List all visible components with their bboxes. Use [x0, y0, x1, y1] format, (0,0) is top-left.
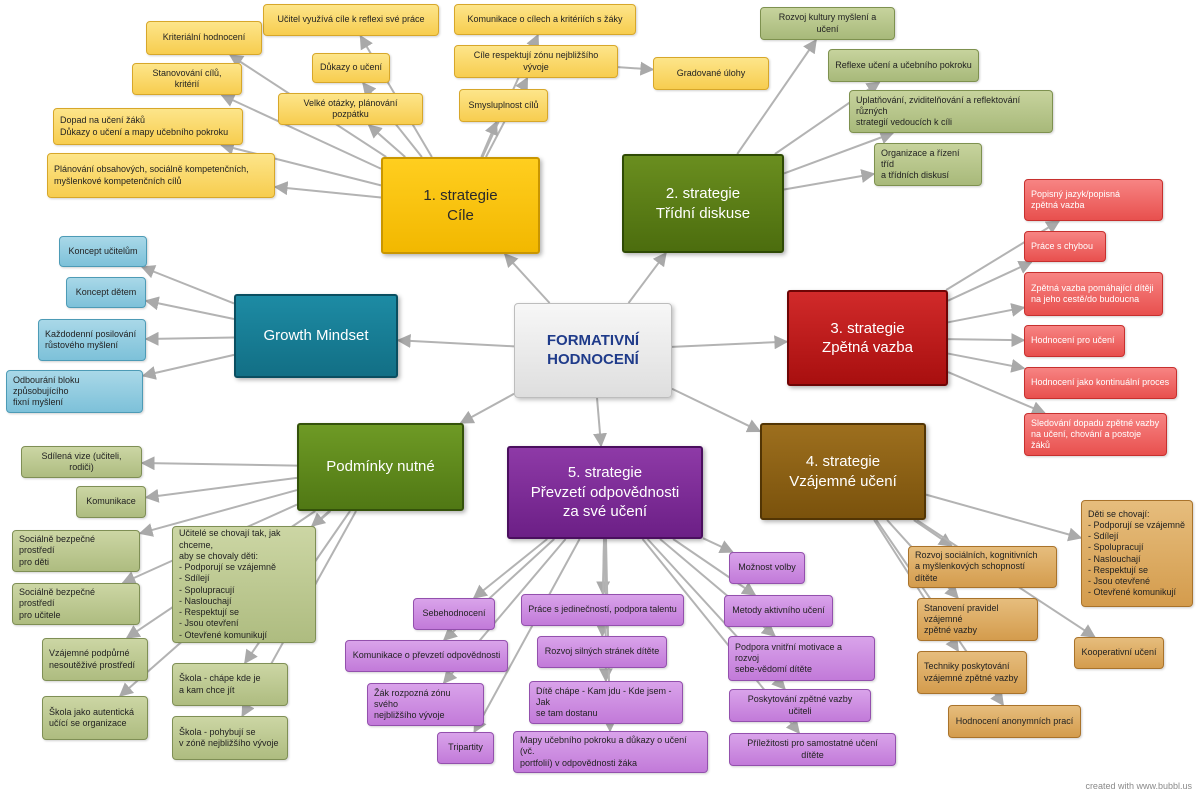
- connector-m-pr-r9: [672, 538, 757, 596]
- connector-m-pod-p1: [144, 476, 298, 503]
- vzajemne-item-pravidla[interactable]: Stanovení pravidel vzájemné zpětné vazby: [917, 598, 1038, 641]
- connector-c8-c9: [617, 61, 655, 76]
- prevzeti-item-motivace[interactable]: Podpora vnitřní motivace a rozvoj sebe-v…: [728, 636, 875, 681]
- strategy-5-prevzeti-odpovednosti[interactable]: 5. strategie Převzetí odpovědnosti za sv…: [507, 446, 703, 539]
- connector-m-gm-g2: [144, 331, 235, 346]
- connector-m-zv-z2: [947, 303, 1026, 324]
- cile-item-zona[interactable]: Cíle respektují zónu nejbližšího vývoje: [454, 45, 618, 78]
- connector-m-pod-p0: [140, 456, 298, 471]
- vzajemne-item-techniky[interactable]: Techniky poskytování vzájemné zpětné vaz…: [917, 651, 1027, 694]
- cile-item-komunikace[interactable]: Komunikace o cílech a kritériích s žáky: [454, 4, 636, 35]
- vzajemne-item-kooperativni[interactable]: Kooperativní učení: [1074, 637, 1164, 669]
- connector-m-cile-c3: [220, 93, 382, 170]
- diskuse-item-kultura[interactable]: Rozvoj kultury myšlení a učení: [760, 7, 895, 40]
- connector-m-zv-z1: [947, 260, 1033, 302]
- cile-item-reflexe[interactable]: Učitel využívá cíle k reflexi své práce: [263, 4, 439, 36]
- growth-mindset-node[interactable]: Growth Mindset: [234, 294, 398, 378]
- connector-m-gm-g0: [140, 265, 235, 305]
- vzajemne-item-rozvoj[interactable]: Rozvoj sociálních, kognitivních a myšlen…: [908, 546, 1057, 588]
- zpetna-item-pomahajici[interactable]: Zpětná vazba pomáhající dítěji na jeho c…: [1024, 272, 1163, 316]
- podminky-item-podpurne[interactable]: Vzájemné podpůrné nesoutěživé prostředí: [42, 638, 148, 681]
- cile-item-dukazy[interactable]: Důkazy o učení: [312, 53, 390, 83]
- prevzeti-item-dite-chape[interactable]: Dítě chápe - Kam jdu - Kde jsem - Jak se…: [529, 681, 683, 724]
- cile-item-velke-otazky[interactable]: Velké otázky, plánování pozpátku: [278, 93, 423, 125]
- zpetna-item-popisny-jazyk[interactable]: Popisný jazyk/popisná zpětná vazba: [1024, 179, 1163, 221]
- podminky-nutne-node[interactable]: Podmínky nutné: [297, 423, 464, 511]
- connector-m-vz-v0: [925, 493, 1083, 542]
- podminky-item-ucitele-se-chovaji[interactable]: Učitelé se chovají tak, jak chceme, aby …: [172, 526, 316, 643]
- connector-n-center-m-dis: [627, 251, 667, 304]
- connector-m-cile-c5: [219, 141, 382, 187]
- prevzeti-item-tripartity[interactable]: Tripartity: [437, 732, 494, 764]
- connector-m-zv-z4: [947, 352, 1026, 373]
- connector-n-center-m-cile: [503, 252, 551, 304]
- podminky-item-bezpecne-deti[interactable]: Sociálně bezpečné prostředí pro děti: [12, 530, 140, 572]
- podminky-item-autenticka[interactable]: Škola jako autentická učící se organizac…: [42, 696, 148, 740]
- prevzeti-item-mapy[interactable]: Mapy učebního pokroku a důkazy o učení (…: [513, 731, 708, 773]
- cile-item-gradovane[interactable]: Gradované úlohy: [653, 57, 769, 90]
- diskuse-item-reflexe[interactable]: Reflexe učení a učebního pokroku: [828, 49, 979, 82]
- strategy-2-tridni-diskuse[interactable]: 2. strategie Třídní diskuse: [622, 154, 784, 253]
- connector-m-pr-r8: [702, 537, 734, 554]
- growth-item-posilovani[interactable]: Každodenní posilování růstového myšlení: [38, 319, 146, 361]
- connector-m-cile-c6: [273, 181, 382, 199]
- connector-m-zv-z3: [947, 333, 1026, 348]
- connector-m-zv-z5: [947, 371, 1046, 415]
- prevzeti-item-sebehodnoceni[interactable]: Sebehodnocení: [413, 598, 495, 630]
- strategy-4-vzajemne-uceni[interactable]: 4. strategie Vzájemné učení: [760, 423, 926, 520]
- connector-n-center-m-gm: [396, 333, 515, 348]
- connector-m-pr-r0: [472, 538, 548, 599]
- credit-text: created with www.bubbl.us: [1085, 781, 1192, 791]
- connector-m-pr-r3: [473, 538, 581, 734]
- cile-item-dopad[interactable]: Dopad na učení žáků Důkazy o učení a map…: [53, 108, 243, 145]
- cile-item-kriterialni-hodnoceni[interactable]: Kriteriální hodnocení: [146, 21, 262, 55]
- zpetna-item-sledovani[interactable]: Sledování dopadu zpětné vazby na učení, …: [1024, 413, 1167, 456]
- podminky-item-skola-chape[interactable]: Škola - chápe kde je a kam chce jít: [172, 663, 288, 706]
- connector-m-gm-g1: [144, 296, 235, 320]
- cile-item-planovani[interactable]: Plánování obsahových, sociálně kompetenč…: [47, 153, 275, 198]
- strategy-1-cile[interactable]: 1. strategie Cíle: [381, 157, 540, 254]
- growth-item-odbourani[interactable]: Odbourání bloku způsobujícího fixní myšl…: [6, 370, 143, 413]
- diskuse-item-organizace[interactable]: Organizace a řízení tříd a třídních disk…: [874, 143, 982, 186]
- zpetna-item-kontinualni[interactable]: Hodnocení jako kontinuální proces: [1024, 367, 1177, 399]
- podminky-item-sdilena-vize[interactable]: Sdílená vize (učiteli, rodiči): [21, 446, 142, 478]
- prevzeti-item-jedinecnost[interactable]: Práce s jedinečností, podpora talentu: [521, 594, 684, 626]
- connector-m-cile-c10: [480, 120, 498, 158]
- diskuse-item-strategie[interactable]: Uplatňování, zviditelňování a reflektová…: [849, 90, 1053, 133]
- podminky-item-skola-pohybuji[interactable]: Škola - pohybují se v zóně nejbližšího v…: [172, 716, 288, 760]
- prevzeti-item-samostatne-uceni[interactable]: Příležitosti pro samostatné učení dítěte: [729, 733, 896, 766]
- cile-item-stanovovani[interactable]: Stanovování cílů, kritérií: [132, 63, 242, 95]
- cile-item-smysluplnost[interactable]: Smysluplnost cílů: [459, 89, 548, 122]
- growth-item-koncept-ucitelum[interactable]: Koncept učitelům: [59, 236, 147, 267]
- prevzeti-item-zpetna-vazba-uciteli[interactable]: Poskytování zpětné vazby učiteli: [729, 689, 871, 722]
- prevzeti-item-zona[interactable]: Žák rozpozná zónu svého nejbližšího vývo…: [367, 683, 484, 726]
- vzajemne-item-anonymni[interactable]: Hodnocení anonymních prací: [948, 705, 1081, 738]
- connector-m-vz-v1: [913, 519, 953, 547]
- prevzeti-item-aktivni-uceni[interactable]: Metody aktivního učení: [724, 595, 833, 627]
- prevzeti-item-komunikace[interactable]: Komunikace o převzetí odpovědnosti: [345, 640, 508, 672]
- connector-n-center-m-zv: [671, 335, 789, 350]
- connector-m-dis-d3: [783, 169, 876, 191]
- connector-n-center-m-pr: [593, 397, 607, 448]
- vzajemne-item-deti-se-chovaji[interactable]: Děti se chovají: - Podporují se vzájemně…: [1081, 500, 1193, 607]
- zpetna-item-hodnoceni-pro-uceni[interactable]: Hodnocení pro učení: [1024, 325, 1125, 357]
- connector-m-gm-g3: [141, 353, 235, 380]
- prevzeti-item-moznost-volby[interactable]: Možnost volby: [729, 552, 805, 584]
- connector-m-pod-p6: [310, 510, 331, 527]
- center-node-formativni-hodnoceni[interactable]: FORMATIVNÍ HODNOCENÍ: [514, 303, 672, 398]
- connector-m-pod-p2: [138, 489, 298, 537]
- connector-m-dis-d2: [783, 130, 895, 175]
- connector-n-center-m-vz: [671, 387, 762, 433]
- connector-n-center-m-pod: [459, 392, 515, 424]
- zpetna-item-prace-s-chybou[interactable]: Práce s chybou: [1024, 231, 1106, 262]
- connector-m-dis-d0: [736, 38, 817, 155]
- prevzeti-item-silne-stranky[interactable]: Rozvoj silných stránek dítěte: [537, 636, 667, 668]
- strategy-3-zpetna-vazba[interactable]: 3. strategie Zpětná vazba: [787, 290, 948, 386]
- connector-m-cile-c4: [367, 124, 406, 158]
- podminky-item-komunikace[interactable]: Komunikace: [76, 486, 146, 518]
- growth-item-koncept-detem[interactable]: Koncept dětem: [66, 277, 146, 308]
- podminky-item-bezpecne-ucitele[interactable]: Sociálně bezpečné prostředí pro učitele: [12, 583, 140, 625]
